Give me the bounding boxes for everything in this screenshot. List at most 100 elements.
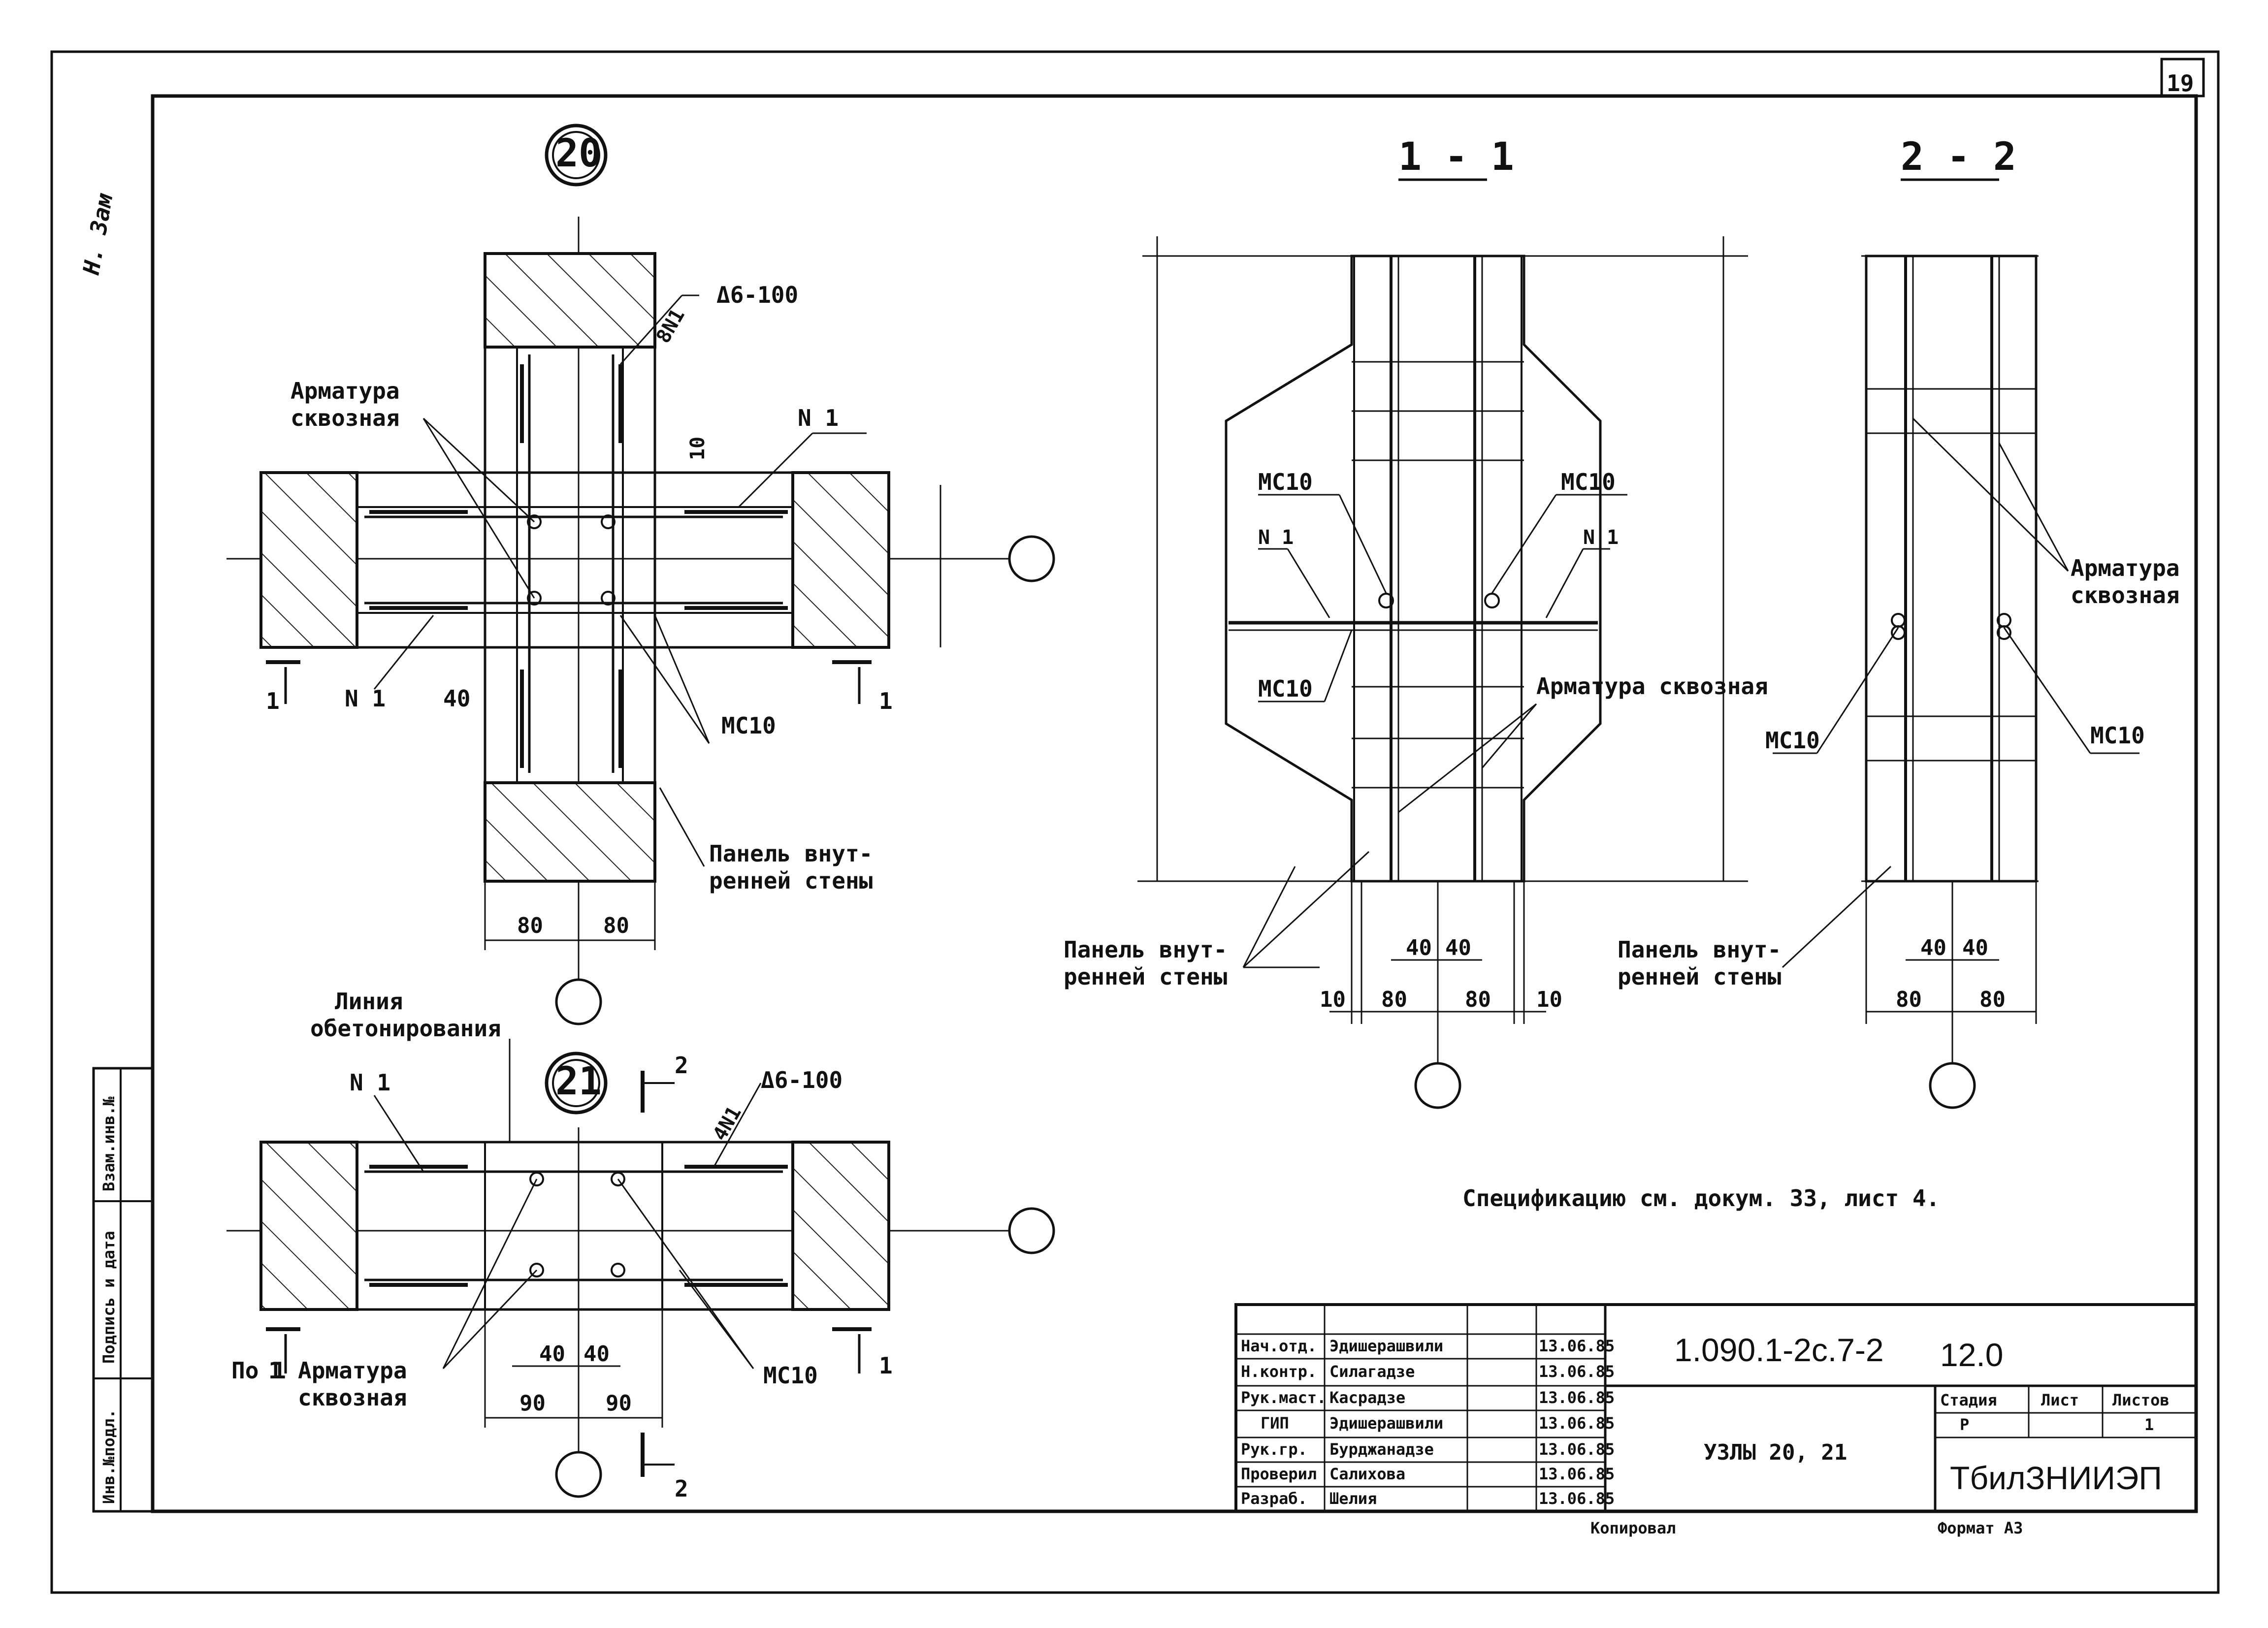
stamp-sign: Подпись и дата (99, 1231, 118, 1364)
node-20-label-10: 10 (686, 437, 709, 460)
node-20-section-left: 1 (266, 688, 280, 714)
node-21-dim-90b: 90 (606, 1391, 632, 1416)
node-21-dim-40b: 40 (583, 1341, 610, 1367)
axis-bubble-bottom-20 (555, 978, 602, 1025)
node-20-label-n1-right: N 1 (798, 405, 839, 431)
node-20-label-panel-2: ренней стены (709, 867, 873, 894)
node-20-number: 20 (555, 131, 602, 176)
node-20-label-n1-left: N 1 (345, 685, 386, 712)
tb-date-2: 13.06.85 (1539, 1388, 1615, 1407)
tb-sheets-value: 1 (2144, 1415, 2154, 1434)
axis-bubble-bottom-21 (555, 1451, 602, 1498)
node-21-section-1-right: 1 (879, 1352, 893, 1379)
tb-role-1: Н.контр. (1241, 1362, 1317, 1381)
axis-bubble-right-20 (1008, 535, 1055, 582)
tb-name-6: Шелия (1329, 1489, 1377, 1508)
section-1-1-n1-left: N 1 (1258, 526, 1294, 549)
tb-role-2: Рук.маст. (1241, 1388, 1326, 1407)
tb-role-4: Рук.гр. (1241, 1440, 1307, 1459)
tb-role-6: Разраб. (1241, 1489, 1307, 1508)
tb-role-0: Нач.отд. (1241, 1337, 1317, 1355)
node-20-section-right: 1 (879, 688, 893, 714)
section-1-1-mc10-bottom: МС10 (1258, 675, 1313, 702)
section-1-1-dim-80a: 80 (1381, 987, 1407, 1012)
inner-frame (151, 94, 2198, 1513)
section-2-2-panel-1: Панель внут- (1618, 936, 1781, 963)
outer-frame (50, 50, 2220, 1594)
node-20-label-armatura-2: сквозная (291, 405, 400, 431)
section-2-2-mc10-right: МС10 (2090, 722, 2145, 749)
node-21-label-4n1: 4N1 (709, 1102, 746, 1145)
section-2-2: 2 - 2 Арматура сквозная МС10 МС10 (1618, 135, 2180, 1109)
node-20-label-armatura-1: Арматура (291, 378, 400, 404)
tb-date-3: 13.06.85 (1539, 1414, 1615, 1433)
node-21-dim-90a: 90 (519, 1391, 546, 1416)
tb-role-3: ГИП (1261, 1414, 1289, 1433)
node-21-label-po1: По 1 (231, 1357, 286, 1384)
section-2-2-armatura-2: сквозная (2071, 582, 2180, 608)
section-2-2-dim-80a: 80 (1896, 987, 1922, 1012)
node-21-label-mc10: МС10 (763, 1362, 818, 1389)
node-20-label-8n1: 8N1 (652, 305, 689, 347)
section-1-1-title: 1 - 1 (1398, 135, 1514, 179)
section-1-1-dim-10b: 10 (1536, 987, 1562, 1012)
section-1-1-mc10-left: МС10 (1258, 469, 1313, 495)
node-21-section-2-top: 2 (675, 1052, 688, 1079)
node-20-dim-80b: 80 (603, 913, 629, 938)
section-1-1-dim-40b: 40 (1445, 935, 1471, 960)
tb-sheet-header: Лист (2041, 1391, 2079, 1409)
section-2-2-mc10-left: МС10 (1765, 727, 1820, 754)
tb-stage-value: Р (1960, 1415, 1969, 1434)
corner-signature: Н. Зам (77, 191, 118, 277)
section-2-2-dim-40a: 40 (1920, 935, 1946, 960)
section-2-2-title: 2 - 2 (1901, 135, 2016, 179)
section-1-1-dim-40a: 40 (1406, 935, 1432, 960)
tb-doc-suffix: 12.0 (1940, 1337, 2003, 1373)
tb-date-5: 13.06.85 (1539, 1465, 1615, 1483)
node-21-label-armatura-2: сквозная (298, 1384, 407, 1411)
axis-bubble-2-2 (1929, 1062, 1976, 1109)
tb-doc-code: 1.090.1-2с.7-2 (1674, 1332, 1884, 1368)
stamp-inv: Инв.№подл. (99, 1409, 118, 1504)
node-21: 21 (227, 988, 1055, 1502)
node-20: 20 (227, 124, 1055, 1025)
axis-bubble-1-1 (1414, 1062, 1461, 1109)
section-1-1: 1 - 1 (1064, 135, 1768, 1109)
tb-org: ТбилЗНИИЭП (1950, 1460, 2162, 1496)
tb-date-6: 13.06.85 (1539, 1489, 1615, 1508)
title-block: Нач.отд. Н.контр. Рук.маст. ГИП Рук.гр. … (1234, 1303, 2198, 1537)
section-2-2-dim-80b: 80 (1979, 987, 2006, 1012)
node-20-dim-80a: 80 (517, 913, 543, 938)
tb-role-5: Проверил (1241, 1465, 1317, 1483)
tb-date-0: 13.06.85 (1539, 1337, 1615, 1355)
node-21-section-1-left: 1 (268, 1357, 282, 1384)
sheet-number-cell (2160, 58, 2205, 97)
stamp-vzam: Взам.инв.№ (99, 1096, 118, 1191)
section-1-1-dim-80b: 80 (1465, 987, 1491, 1012)
node-20-label-panel-1: Панель внут- (709, 840, 873, 867)
tb-name-3: Эдишерашвили (1329, 1414, 1443, 1433)
section-1-1-panel-2: ренней стены (1064, 963, 1227, 990)
section-1-1-mc10-right: МС10 (1561, 469, 1616, 495)
tb-sheet-title: УЗЛЫ 20, 21 (1704, 1440, 1847, 1465)
node-20-label-40: 40 (443, 685, 470, 712)
section-2-2-panel-2: ренней стены (1618, 963, 1781, 990)
node-21-dim-40a: 40 (539, 1341, 565, 1367)
node-21-label-n1: N 1 (350, 1069, 390, 1096)
tb-sheets-header: Листов (2112, 1391, 2170, 1409)
node-21-label-concreting-2: обетонирования (310, 1015, 501, 1042)
tb-name-2: Касрадзе (1329, 1388, 1405, 1407)
section-1-1-dim-10a: 10 (1320, 987, 1346, 1012)
sheet-number: 19 (2167, 70, 2194, 96)
section-2-2-dim-40b: 40 (1962, 935, 1988, 960)
section-1-1-armatura: Арматура сквозная (1536, 673, 1768, 700)
node-21-label-concreting-1: Линия (335, 988, 403, 1015)
tb-format: Формат А3 (1938, 1519, 2023, 1537)
tb-name-4: Бурджанадзе (1329, 1440, 1434, 1459)
tb-name-1: Силагадзе (1329, 1362, 1415, 1381)
node-21-section-2-bottom: 2 (675, 1475, 688, 1502)
tb-copied: Копировал (1590, 1519, 1676, 1537)
section-1-1-panel-1: Панель внут- (1064, 936, 1227, 963)
side-stamp: Взам.инв.№ Подпись и дата Инв.№подл. (92, 1067, 154, 1513)
node-20-label-spacing: Δ6-100 (716, 282, 798, 308)
